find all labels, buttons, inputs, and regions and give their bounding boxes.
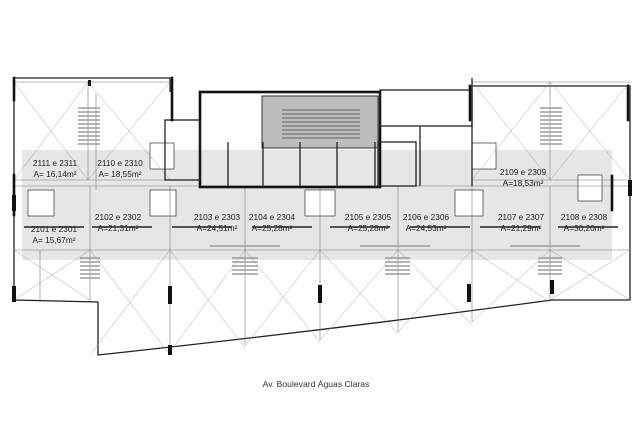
grille-bottom-left	[80, 257, 100, 279]
unit-label-2101: 2101 e 2301 A= 15,67m²	[31, 224, 78, 245]
unit-label-2102: 2102 e 2302 A=21,31m²	[95, 212, 142, 233]
stair-treads	[282, 109, 360, 139]
unit-label-2103: 2103 e 2303 A=24,51m²	[194, 212, 241, 233]
unit-name: 2102 e 2302	[95, 212, 142, 222]
building-outline	[13, 77, 631, 356]
unit-area: A= 18,55m²	[98, 169, 141, 179]
grille-bottom-2	[385, 257, 410, 275]
unit-label-2105: 2105 e 2305 A=25,28m²	[345, 212, 392, 233]
unit-area: A=24,51m²	[197, 223, 238, 233]
unit-label-2109: 2109 e 2309 A=18,53m²	[500, 167, 547, 188]
unit-name: 2109 e 2309	[500, 167, 547, 177]
unit-label-2111: 2111 e 2311 A= 16,14m²	[33, 158, 78, 179]
unit-area: A= 16,14m²	[33, 169, 76, 179]
unit-area: A=24,53m²	[406, 223, 447, 233]
unit-label-2110: 2110 e 2310 A= 18,55m²	[97, 158, 143, 179]
unit-name: 2111 e 2311	[33, 158, 78, 168]
unit-name: 2106 e 2306	[403, 212, 450, 222]
unit-label-2108: 2108 e 2308 A=30,20m²	[561, 212, 608, 233]
unit-name: 2104 e 2304	[249, 212, 296, 222]
unit-area: A= 15,67m²	[32, 235, 75, 245]
unit-area: A=25,28m²	[348, 223, 389, 233]
unit-area: A=30,20m²	[564, 223, 605, 233]
unit-label-2107: 2107 e 2307 A=21,29m²	[498, 212, 545, 233]
unit-area: A=25,28m²	[252, 223, 293, 233]
unit-name: 2101 e 2301	[31, 224, 78, 234]
columns	[12, 80, 632, 355]
door-bars	[24, 226, 618, 228]
unit-area: A=21,29m²	[501, 223, 542, 233]
unit-name: 2107 e 2307	[498, 212, 545, 222]
unit-name: 2110 e 2310	[97, 158, 143, 168]
grille-top-right	[540, 107, 562, 145]
street-label: Av. Boulevard Águas Claras	[263, 379, 370, 389]
grille-top-left	[78, 107, 100, 145]
unit-label-2106: 2106 e 2306 A=24,53m²	[403, 212, 450, 233]
unit-area: A=18,53m²	[503, 178, 544, 188]
grille-bottom-1	[232, 257, 258, 275]
facade-grilles	[78, 107, 580, 279]
unit-name: 2105 e 2305	[345, 212, 392, 222]
unit-area: A=21,31m²	[98, 223, 139, 233]
unit-label-2104: 2104 e 2304 A=25,28m²	[249, 212, 296, 233]
unit-name: 2108 e 2308	[561, 212, 608, 222]
grille-bottom-3	[538, 257, 562, 275]
unit-name: 2103 e 2303	[194, 212, 241, 222]
unit-diagonals	[13, 81, 631, 356]
